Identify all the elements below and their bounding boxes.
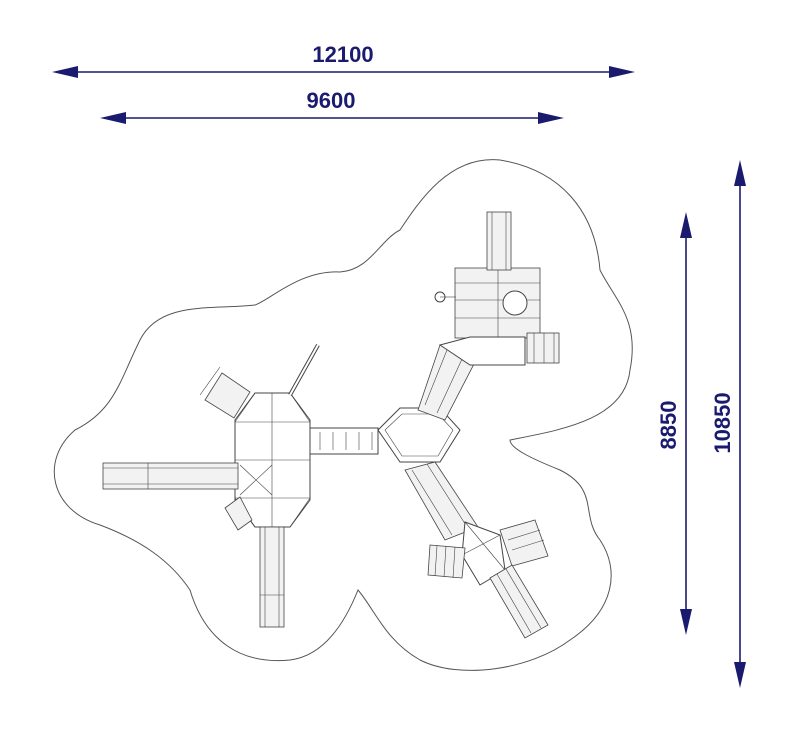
dimension-structure-depth: 8850 [656, 212, 692, 635]
top-left-ramp [199, 366, 251, 419]
dimension-overall-depth: 10850 [710, 160, 746, 688]
central-hex-tower [377, 407, 461, 463]
climber-box [224, 496, 253, 531]
dimension-structure-width: 9600 [100, 88, 564, 124]
step-ladder [427, 544, 466, 579]
structure-depth-label: 8850 [656, 401, 681, 450]
overall-width-label: 12100 [312, 42, 373, 67]
dimension-overall-width: 12100 [52, 42, 635, 78]
overall-depth-label: 10850 [710, 392, 735, 453]
safety-zone-outline [53, 159, 633, 671]
top-slide [486, 211, 512, 271]
bottom-slide [259, 526, 285, 628]
rope-bridge [309, 427, 379, 455]
structure-width-label: 9600 [307, 88, 356, 113]
fire-pole [288, 344, 320, 396]
log-tower [434, 267, 541, 339]
lower-platform [438, 332, 560, 366]
left-slide [102, 462, 239, 490]
net-climber [499, 519, 549, 567]
bottom-right-slide [489, 564, 549, 639]
left-tower [234, 392, 311, 528]
